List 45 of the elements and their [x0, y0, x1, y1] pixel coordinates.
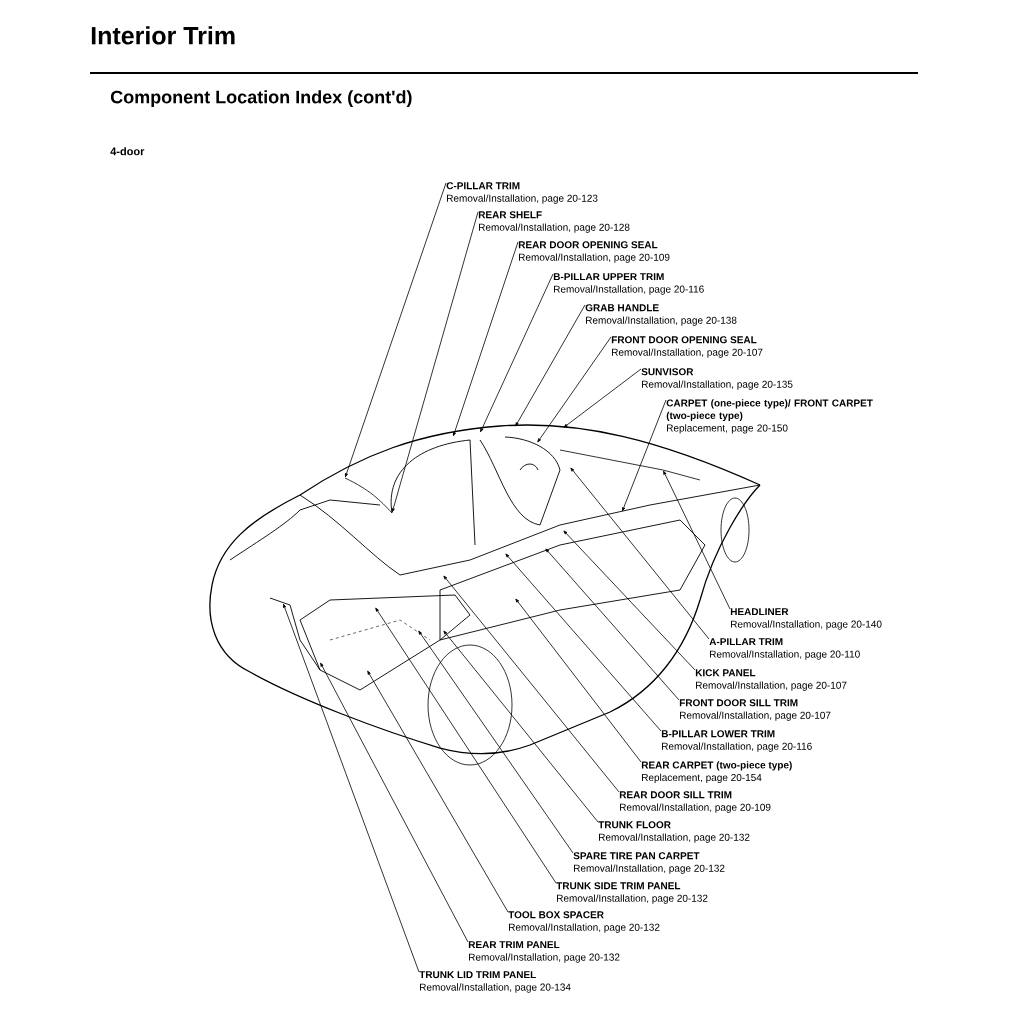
callout-label: TRUNK SIDE TRIM PANEL Removal/Installation, page 20-132: [556, 882, 708, 904]
leader-line: [443, 575, 620, 793]
callout-label: B-PILLAR LOWER TRIM Removal/Installation, page 20-116: [661, 730, 812, 752]
callout-label: REAR DOOR SILL TRIM Removal/Installation, page 20-109: [619, 791, 771, 813]
callout-label: TOOL BOX SPACER Removal/Installation, page 20-132: [508, 911, 660, 933]
callout-label: C-PILLAR TRIM Removal/Installation, page 20-123: [446, 182, 598, 204]
callout-label: A-PILLAR TRIM Removal/Installation, page 20-110: [709, 638, 860, 660]
leader-line: [663, 470, 731, 610]
callout-label: FRONT DOOR OPENING SEAL Removal/Installation, page 20-107: [611, 336, 763, 358]
callout-label: SPARE TIRE PAN CARPET Removal/Installation, page 20-132: [573, 852, 725, 874]
leader-line: [375, 607, 557, 884]
leader-line: [563, 530, 696, 671]
leader-line: [563, 368, 642, 428]
leader-line: [515, 598, 642, 763]
leader-line: [443, 630, 599, 823]
callout-label: TRUNK FLOOR Removal/Installation, page 20-132: [598, 821, 750, 843]
leader-line: [453, 241, 519, 437]
leader-line: [545, 548, 680, 701]
callout-label: GRAB HANDLE Removal/Installation, page 20-138: [585, 304, 737, 326]
section-heading: Component Location Index (cont'd): [110, 90, 412, 107]
leader-line: [537, 336, 612, 443]
leader-line: [283, 603, 420, 973]
leader-line: [622, 399, 667, 512]
callout-label: TRUNK LID TRIM PANEL Removal/Installation, page 20-134: [419, 971, 571, 993]
callout-label: FRONT DOOR SILL TRIM Removal/Installation, page 20-107: [679, 699, 831, 721]
leader-line: [505, 553, 662, 732]
callout-label: HEADLINER Removal/Installation, page 20-140: [730, 608, 882, 630]
leader-line: [367, 670, 509, 913]
leader-line: [320, 662, 469, 943]
callout-label: REAR SHELF Removal/Installation, page 20-128: [478, 211, 630, 233]
callout-label: REAR CARPET (two-piece type) Replacement, page 20-154: [641, 761, 792, 784]
leader-line: [570, 467, 710, 640]
callout-label: REAR TRIM PANEL Removal/Installation, page 20-132: [468, 941, 620, 963]
leader-line: [345, 182, 447, 478]
callout-label: CARPET (one-piece type)/ FRONT CARPET (two-piece type) Replacement, page 20-150: [666, 399, 873, 434]
callout-label: REAR DOOR OPENING SEAL Removal/Installation, page 20-109: [518, 241, 670, 263]
leader-line: [480, 273, 554, 433]
callout-label: SUNVISOR Removal/Installation, page 20-135: [641, 368, 793, 390]
leader-line: [418, 630, 574, 854]
leader-line: [391, 211, 479, 513]
callout-label: B-PILLAR UPPER TRIM Removal/Installation, page 20-116: [553, 273, 704, 295]
variant-label: 4-door: [110, 147, 145, 156]
callout-label: KICK PANEL Removal/Installation, page 20-107: [695, 669, 847, 691]
page-title: Interior Trim: [91, 26, 235, 45]
leader-line: [515, 304, 586, 427]
